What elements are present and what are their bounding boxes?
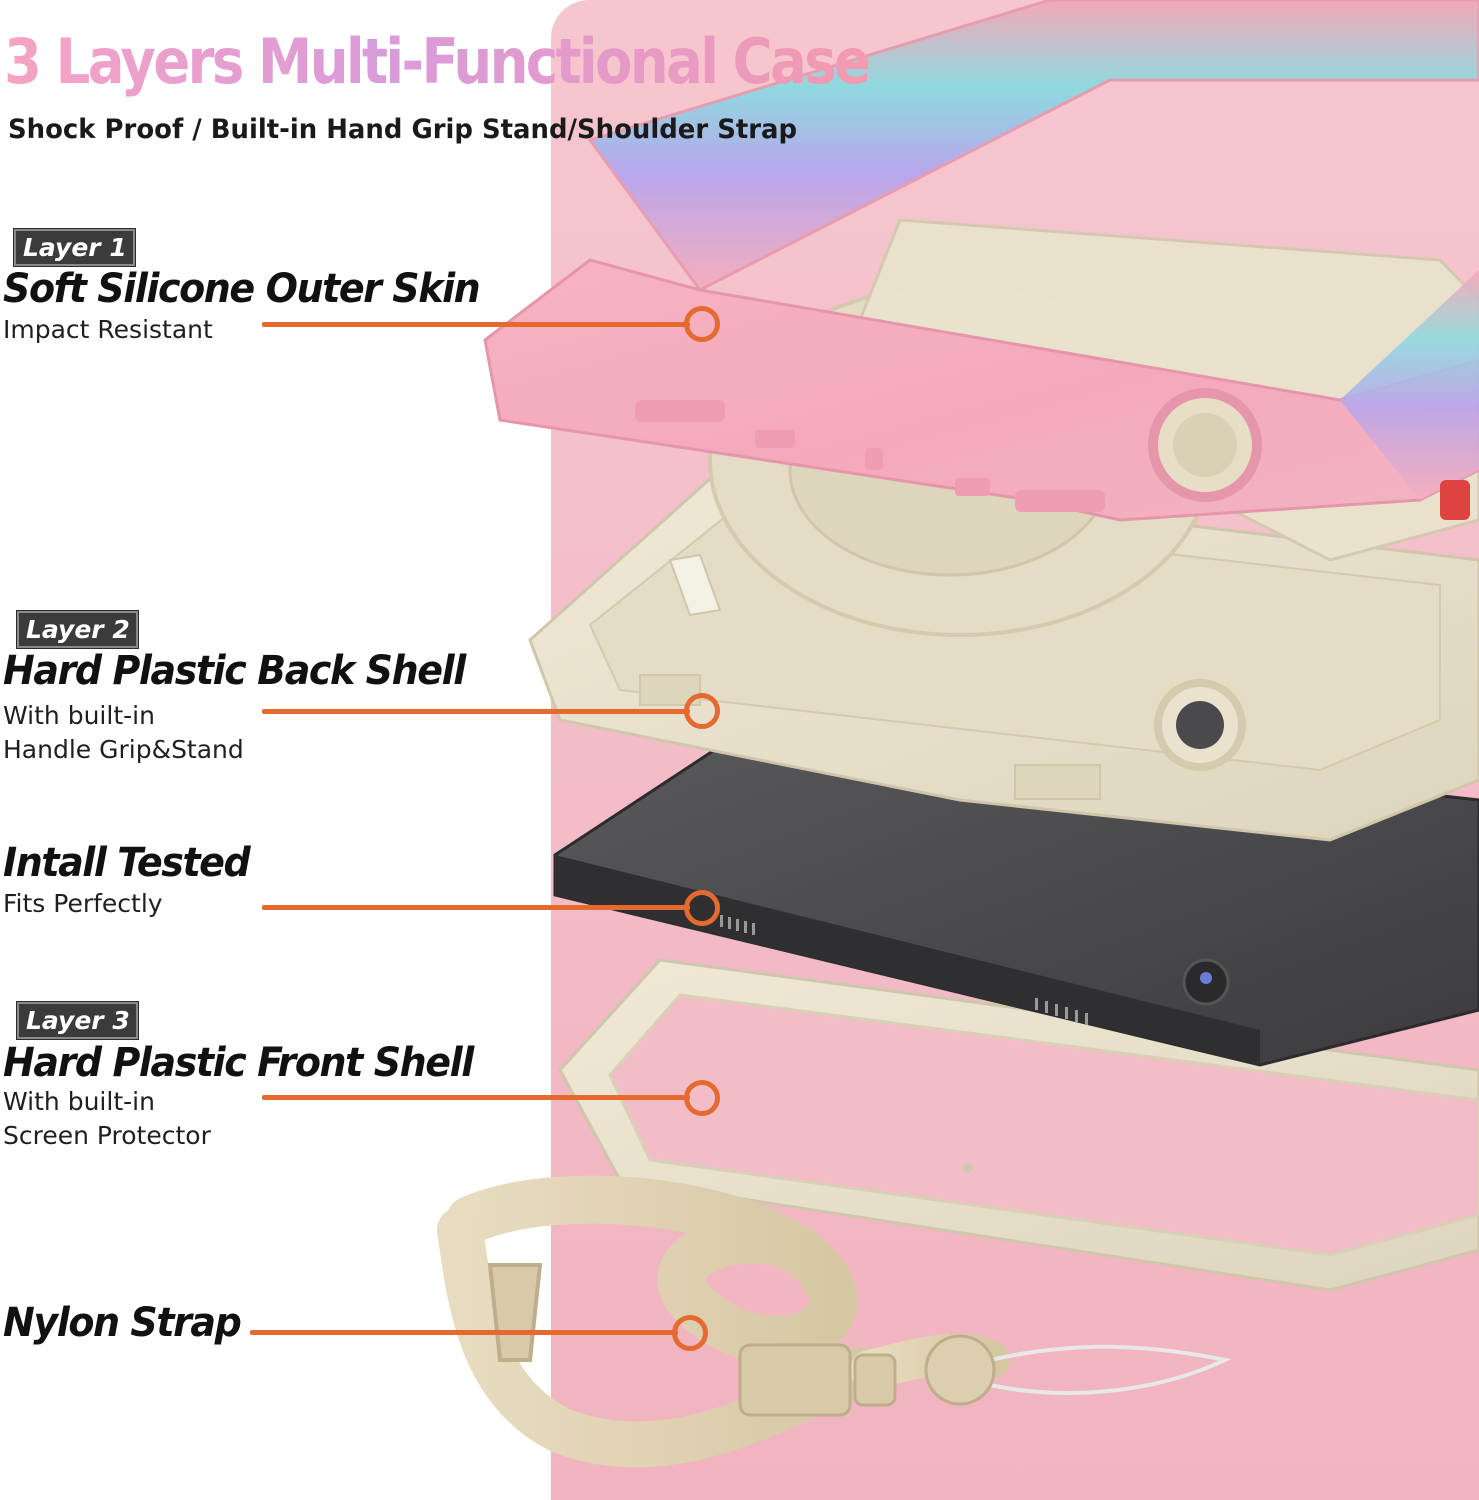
layer-3-desc-line-2: Screen Protector xyxy=(3,1121,211,1150)
install-tested-callout-line xyxy=(262,905,690,910)
page-subtitle: Shock Proof / Built-in Hand Grip Stand/S… xyxy=(8,114,798,145)
install-tested-title: Intall Tested xyxy=(3,840,251,886)
layer-3-desc-line-1: With built-in xyxy=(3,1087,155,1116)
layer-3-callout-dot xyxy=(684,1080,720,1116)
layer-2-desc-line-1: With built-in xyxy=(3,701,155,730)
layer-3-title: Hard Plastic Front Shell xyxy=(3,1040,474,1086)
install-tested-callout-dot xyxy=(684,890,720,926)
layer-2-badge: Layer 2 xyxy=(17,611,138,648)
nylon-strap-callout-dot xyxy=(672,1315,708,1351)
nylon-strap-title: Nylon Strap xyxy=(3,1300,242,1346)
layer-2-callout-dot xyxy=(684,693,720,729)
layer-3-badge: Layer 3 xyxy=(17,1002,138,1039)
layer-1-badge: Layer 1 xyxy=(14,229,135,266)
layer-2-title: Hard Plastic Back Shell xyxy=(3,648,466,694)
page-title: 3 Layers Multi-Functional Case xyxy=(4,25,871,98)
layer-1-callout-line xyxy=(262,322,690,327)
layer-3-callout-line xyxy=(262,1095,690,1100)
nylon-strap-callout-line xyxy=(250,1330,678,1335)
silicone-skin-shape xyxy=(483,0,1479,522)
layer-1-title: Soft Silicone Outer Skin xyxy=(3,266,481,312)
layer-1-desc: Impact Resistant xyxy=(3,315,213,344)
layer-2-desc-line-2: Handle Grip&Stand xyxy=(3,735,244,764)
install-tested-desc: Fits Perfectly xyxy=(3,889,163,918)
nylon-strap-shape xyxy=(437,1175,1232,1468)
layer-1-callout-dot xyxy=(684,306,720,342)
layer-2-callout-line xyxy=(262,709,690,714)
